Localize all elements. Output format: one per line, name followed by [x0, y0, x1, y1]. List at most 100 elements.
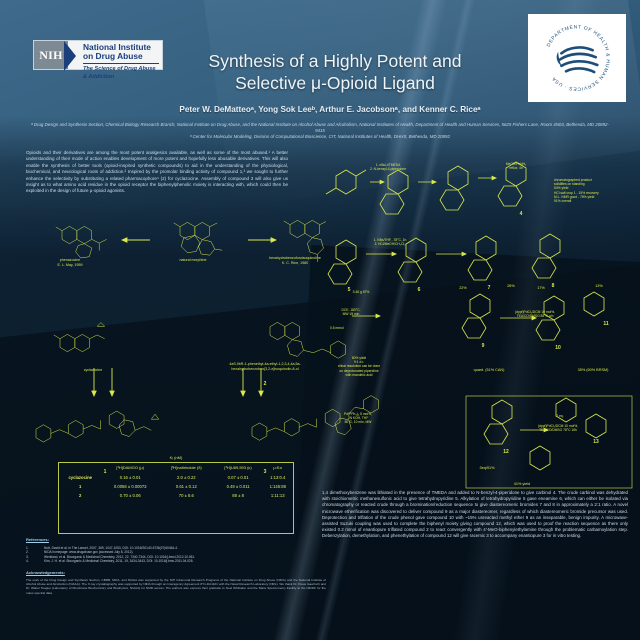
page-title: Synthesis of a Highly Potent and Selecti…: [170, 50, 500, 94]
structure-label-morphine: natural morphine: [179, 258, 207, 262]
route-compound-9: 9: [481, 343, 485, 349]
yield-label-7: 41% yield: [513, 482, 531, 486]
cell-mu: 0.70 ± 0.06: [119, 493, 141, 499]
cell-delta: 2.0 ± 0.22: [177, 474, 196, 480]
cell-delta: 0.61 ± 0.12: [175, 483, 197, 489]
compound-number-2: 2: [263, 381, 267, 387]
table-row: cyclazocine 0.16 ± 0.01 2.0 ± 0.22 0.07 …: [59, 472, 293, 481]
reference-list: Nutt, David et al. in The Lancet, 2007, …: [44, 546, 314, 564]
cell-kappa: 0.49 ± 0.011: [226, 483, 250, 489]
yield-label-3: 26%: [507, 284, 515, 288]
row-label: cyclazocine: [68, 474, 92, 480]
cell-mu: 0.16 ± 0.01: [119, 474, 141, 480]
title-line-1: Synthesis of a Highly Potent and: [208, 51, 462, 71]
affiliation-b: ᵇ Center for Molecular Modeling, Divisio…: [190, 134, 450, 140]
cell-kappa: 0.07 ± 0.01: [227, 474, 249, 480]
route-compound-8: 8: [551, 283, 555, 289]
table-caption: Kᵢ (nM): [169, 455, 183, 460]
reaction-condition-4: DCE, 180°C,MW 15 min: [341, 308, 361, 317]
references-heading: References:: [26, 537, 49, 542]
reaction-scale-note: 0.5 mmol: [330, 326, 344, 330]
table-body: cyclazocine 0.16 ± 0.01 2.0 ± 0.22 0.07 …: [59, 472, 293, 500]
col-header-compound: [59, 463, 101, 472]
yield-label-1: 22%: [459, 286, 467, 290]
yield-label-4: 13%: [595, 284, 603, 288]
hhs-logo: DEPARTMENT OF HEALTH & HUMAN SERVICES · …: [528, 14, 626, 102]
reference-number: 1.: [26, 546, 29, 550]
yield-label-8: 3eq/91%: [479, 466, 495, 470]
reference-number: 3.: [26, 554, 29, 559]
table-row: 2 0.70 ± 0.06 70 ± 6.6 88 ± 8 1:11:13: [59, 491, 293, 500]
affiliation-a: ᵃ Drug Design and Synthesis Section, Che…: [31, 122, 609, 134]
reference-number: 2.: [26, 550, 29, 555]
route-compound-10: 10: [555, 345, 561, 351]
list-item: NIDA homepage: www.drugabuse.gov (access…: [44, 550, 134, 555]
reaction-condition-carbonylation-2: (dppf)PdCl₂/DCM 10 mol%,TEA/CO/DMSO 78°C…: [537, 424, 579, 433]
background-light-streak: [246, 0, 484, 640]
conclusion-text: 1,4 dimethoxybenzene was lithiated in th…: [322, 490, 628, 539]
nih-chevron-icon: [64, 41, 79, 71]
yield-label-6: 35% (60% BRSM): [577, 368, 609, 372]
row-label: 2: [79, 493, 82, 499]
nih-nida-logo: NIH National Institute on Drug Abuse The…: [33, 40, 163, 80]
table-head: [³H]DAMGO (μ) [³H]naltrindole (δ) [³H]U6…: [59, 463, 293, 472]
route-compound-4: 4: [519, 211, 523, 217]
title-line-2: Selective μ-Opioid Ligand: [235, 73, 435, 93]
structure-label-cyclazocine: cyclazocine: [83, 368, 103, 372]
structure-label-compound-2: 4aS,9bR-1-phenethyl-4a-ethyl-1,2,3,4,4a,…: [229, 362, 301, 371]
cell-ratio: 1:13:0.4: [270, 474, 286, 480]
ki-table: [³H]DAMGO (μ) [³H]naltrindole (δ) [³H]U6…: [59, 463, 293, 501]
cell-ratio: 1:145:88: [269, 483, 286, 489]
yield-label-2: 17%: [537, 286, 545, 290]
author-list: Peter W. DeMatteoᵃ, Yong Sok Leeᵇ, Arthu…: [179, 105, 481, 114]
nih-logo-line2: on Drug Abuse: [83, 51, 143, 62]
table-row: 1 0.0056 ± 0.00073 0.61 ± 0.12 0.49 ± 0.…: [59, 482, 293, 491]
reaction-yield-note: 3.46 g 87%: [352, 290, 370, 294]
list-item: Kim, J. H. et al. Bioorganic & Medicinal…: [44, 559, 194, 564]
hhs-eagle-icon: DEPARTMENT OF HEALTH & HUMAN SERVICES · …: [546, 24, 611, 91]
cell-kappa: 88 ± 8: [232, 493, 244, 499]
route-compound-7: 7: [487, 285, 491, 291]
nih-logo-tagline: The Science of Drug Abuse & Addiction: [83, 62, 159, 81]
route-compound-5: 5: [347, 287, 351, 293]
col-header-mu: [³H]DAMGO (μ): [116, 465, 145, 471]
reference-numbers: 1. 2. 3. 4.: [26, 546, 40, 564]
abstract-text: Opioids and their derivatives are among …: [26, 150, 288, 194]
acknowledgements-text: The work of the Drug Design and Synthesi…: [26, 578, 326, 595]
reference-number: 4.: [26, 559, 29, 564]
affiliations: ᵃ Drug Design and Synthesis Section, Che…: [30, 122, 610, 141]
acknowledgements-heading: Acknowledgements:: [26, 570, 65, 575]
cell-ratio: 1:11:13: [270, 493, 285, 499]
nih-logo-line1: National Institute: [83, 42, 151, 52]
background-light-streak: [288, 0, 512, 640]
row-label: 1: [79, 483, 82, 489]
table-header-row: [³H]DAMGO (μ) [³H]naltrindole (δ) [³H]U6…: [59, 463, 293, 472]
yield-label-5: quant. (51% CAN): [473, 368, 505, 372]
list-item: Nutt, David et al. in The Lancet, 2007, …: [44, 546, 178, 550]
cell-delta: 70 ± 6.6: [178, 493, 194, 499]
nih-logo-wordmark: National Institute on Drug Abuse The Sci…: [79, 41, 162, 80]
list-item: Wentland, et al. Bioorganic & Medicinal …: [44, 554, 196, 559]
col-header-kappa: [³H]U69,593 (κ): [224, 465, 252, 471]
col-header-ratio: μ:δ:κ: [273, 465, 283, 471]
svg-text:DEPARTMENT OF HEALTH & HUMAN S: DEPARTMENT OF HEALTH & HUMAN SERVICES · …: [546, 24, 611, 91]
reaction-equivalents: 2 eq.: [556, 414, 564, 418]
cell-mu: 0.0056 ± 0.00073: [113, 483, 147, 489]
route-compound-11: 11: [603, 321, 609, 327]
col-header-delta: [³H]naltrindole (δ): [170, 465, 202, 471]
reaction-condition-carbonylation: (dppf)PdCl₂/DCM 10 mol%,TEA/CO/DMSO 85°C…: [514, 310, 556, 319]
background-dark-diagonal-secondary: [289, 244, 640, 640]
nih-logo-mark: NIH: [34, 41, 68, 69]
binding-affinity-table: [³H]DAMGO (μ) [³H]naltrindole (δ) [³H]U6…: [58, 462, 294, 534]
route-compound-12: 12: [503, 449, 509, 455]
route-compound-13: 13: [593, 439, 599, 445]
